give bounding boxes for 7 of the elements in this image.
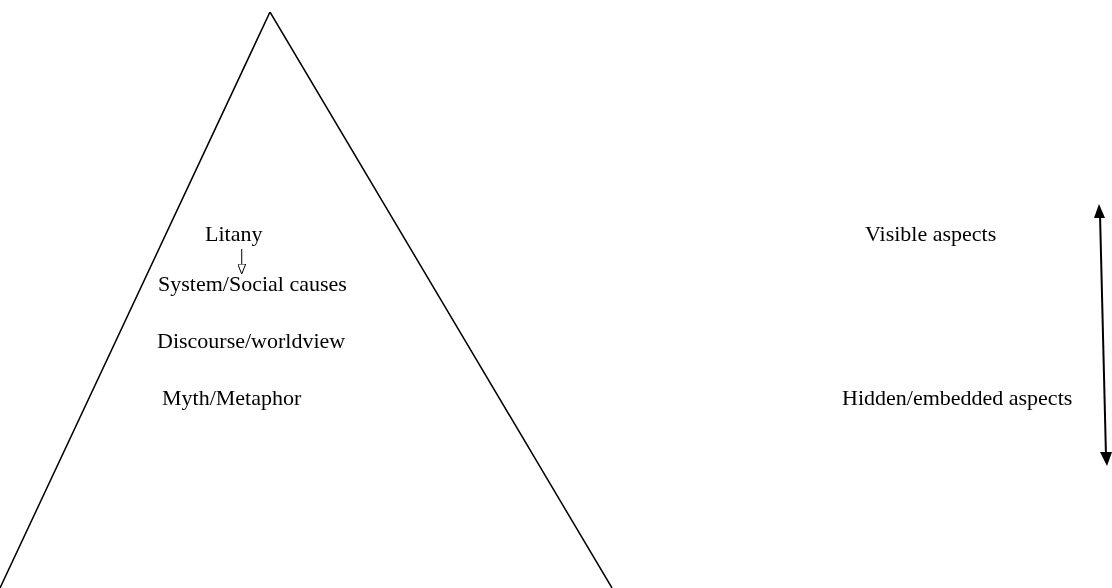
level-label: Litany xyxy=(205,221,263,247)
level-label: System/Social causes xyxy=(158,271,347,297)
level-label: Myth/Metaphor xyxy=(162,385,302,411)
level-label: Discourse/worldview xyxy=(157,328,346,354)
hollow-arrow xyxy=(237,248,247,275)
aspect-label: Visible aspects xyxy=(865,221,997,247)
aspect-label: Hidden/embedded aspects xyxy=(842,385,1073,411)
